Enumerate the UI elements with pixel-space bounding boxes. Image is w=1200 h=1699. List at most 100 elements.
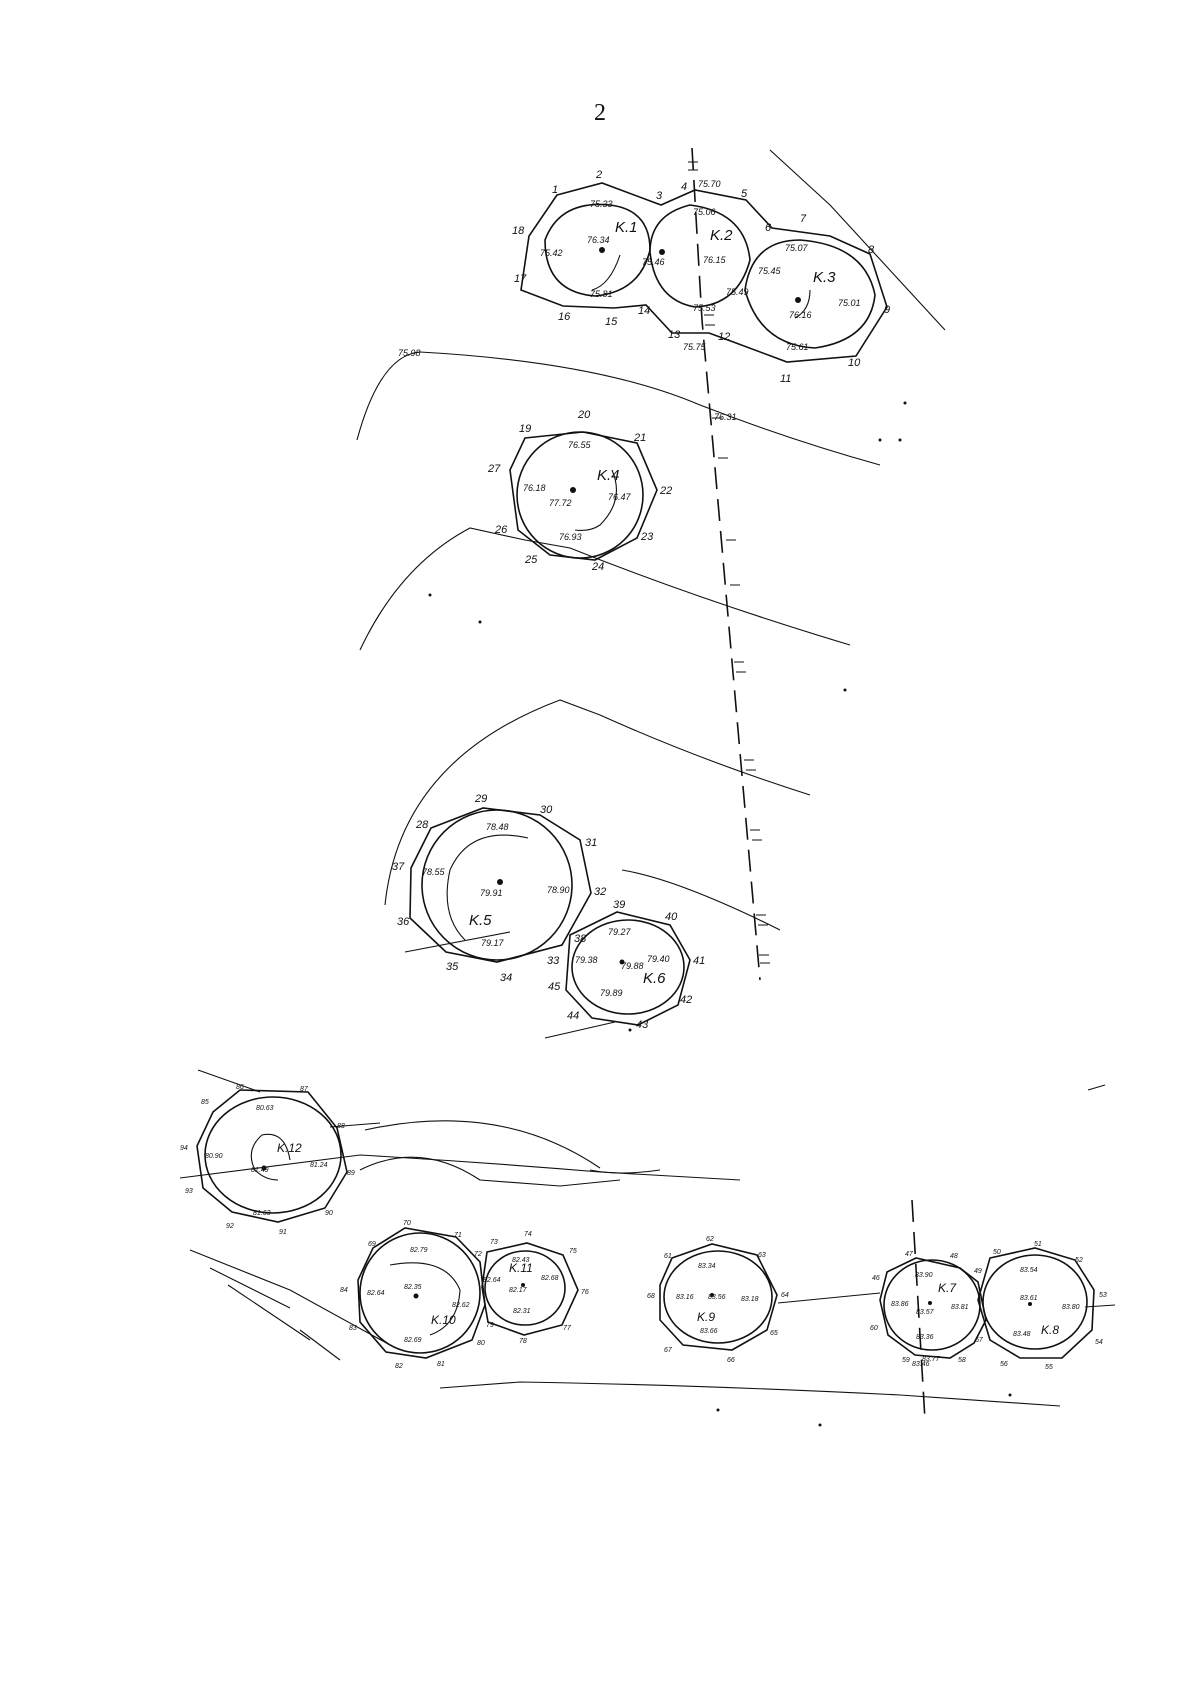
point-label: 84 xyxy=(340,1287,348,1294)
point-label: 40 xyxy=(665,911,678,923)
point-label: 24 xyxy=(591,561,604,573)
point-label: 73 xyxy=(490,1239,498,1246)
point-label: 2 xyxy=(595,169,602,181)
tomb-k5: K.5 28 29 30 31 32 33 34 35 36 37 78.48 … xyxy=(392,793,606,984)
elevation-label: 79.38 xyxy=(575,955,598,965)
inner-ring xyxy=(982,1254,1088,1350)
inner-ring-k2 xyxy=(649,204,751,308)
elevation-label: 83.86 xyxy=(891,1301,909,1308)
tomb-k10: K.10 69 70 71 72 80 81 82 83 84 82.79 82… xyxy=(340,1220,486,1370)
inner-arc-k3 xyxy=(794,289,811,319)
inner-ring xyxy=(484,1250,566,1326)
inner-ring xyxy=(571,919,685,1015)
point-label: 77 xyxy=(563,1325,572,1332)
point-label: 11 xyxy=(780,373,791,385)
elevation-label: 79.27 xyxy=(608,927,632,937)
survey-spot-dots xyxy=(428,401,1012,1427)
point-label: 75 xyxy=(569,1248,577,1255)
point-label: 79 xyxy=(486,1322,494,1329)
point-label: 88 xyxy=(337,1123,345,1130)
elevation-label: 83.81 xyxy=(951,1304,969,1311)
point-label: 22 xyxy=(659,485,672,497)
point-label: 83 xyxy=(349,1325,357,1332)
elevation-label: 83.46 xyxy=(912,1361,930,1368)
spot-dot xyxy=(818,1423,822,1427)
elevation-label: 82.31 xyxy=(513,1308,531,1315)
point-label: 49 xyxy=(974,1268,982,1275)
tomb-label-k10: K.10 xyxy=(431,1313,456,1327)
spot-dot xyxy=(898,438,902,442)
point-label: 93 xyxy=(185,1188,193,1195)
elevation-label: 76.55 xyxy=(568,440,592,450)
elevation-label: 78.90 xyxy=(547,885,570,895)
centre-dot xyxy=(497,879,503,885)
centre-dot xyxy=(599,247,605,253)
point-label: 23 xyxy=(640,531,654,543)
point-label: 67 xyxy=(664,1347,673,1354)
elevation-label: 83.57 xyxy=(916,1309,935,1316)
point-label: 9 xyxy=(884,304,890,316)
point-label: 62 xyxy=(706,1236,714,1243)
elevation-label: 76.93 xyxy=(559,532,582,542)
point-label: 48 xyxy=(950,1253,958,1260)
inner-ring-k1 xyxy=(544,203,651,297)
elevation-label: 79.17 xyxy=(481,938,505,948)
point-label: 29 xyxy=(474,793,487,805)
point-label: 58 xyxy=(958,1357,966,1364)
point-label: 69 xyxy=(368,1241,376,1248)
centre-dot xyxy=(659,249,665,255)
elevation-label: 83.90 xyxy=(915,1272,933,1279)
elevation-label: 81.49 xyxy=(251,1167,269,1174)
point-label: 43 xyxy=(636,1019,649,1031)
contour-line xyxy=(404,931,511,953)
centre-dot xyxy=(928,1301,932,1305)
contour-line xyxy=(359,527,851,651)
elevation-label: 80.90 xyxy=(205,1153,223,1160)
outer-polygon xyxy=(357,1227,486,1359)
elevation-label: 82.79 xyxy=(410,1247,428,1254)
tomb-label-k8: K.8 xyxy=(1041,1323,1059,1337)
point-label: 32 xyxy=(594,886,606,898)
tomb-label-k3: K.3 xyxy=(813,269,836,286)
inner-arc-k1 xyxy=(591,254,621,291)
page-number: 2 xyxy=(594,100,606,126)
point-label: 26 xyxy=(494,524,508,536)
outer-polygon xyxy=(879,1257,987,1359)
outer-polygon xyxy=(481,1242,579,1336)
elevation-label: 82.68 xyxy=(541,1275,559,1282)
elevation-label: 83.18 xyxy=(741,1296,759,1303)
elevation-label: 78.55 xyxy=(422,867,446,877)
centre-dot xyxy=(521,1283,525,1287)
elevation-label: 76.18 xyxy=(523,483,546,493)
elevation-label: 83.16 xyxy=(676,1294,694,1301)
point-label: 63 xyxy=(758,1252,766,1259)
point-label: 57 xyxy=(975,1337,984,1344)
spot-dot xyxy=(428,593,432,597)
elevation-label: 79.40 xyxy=(647,954,670,964)
point-label: 42 xyxy=(680,994,692,1006)
outer-polygon xyxy=(977,1247,1095,1359)
point-label: 51 xyxy=(1034,1241,1042,1248)
elevation-label: 75.98 xyxy=(398,348,421,358)
elevation-label: 78.48 xyxy=(486,822,509,832)
inner-arc xyxy=(389,1262,461,1336)
tomb-label-k9: K.9 xyxy=(697,1310,715,1324)
spot-dot xyxy=(903,401,907,405)
contour-line xyxy=(329,1122,381,1128)
elevation-label: 83.56 xyxy=(708,1294,726,1301)
spot-dot xyxy=(878,438,882,442)
tomb-label-k2: K.2 xyxy=(710,227,733,244)
point-label: 68 xyxy=(647,1293,655,1300)
point-label: 45 xyxy=(548,981,561,993)
elevation-label: 83.54 xyxy=(1020,1267,1038,1274)
point-label: 18 xyxy=(512,225,525,237)
point-label: 10 xyxy=(848,357,861,369)
elevation-label: 82.35 xyxy=(404,1284,422,1291)
point-label: 30 xyxy=(540,804,553,816)
point-label: 78 xyxy=(519,1338,527,1345)
point-label: 37 xyxy=(392,861,405,873)
point-label: 59 xyxy=(902,1357,910,1364)
elevation-label: 75.06 xyxy=(693,207,716,217)
elevation-label: 83.61 xyxy=(1020,1295,1038,1302)
spot-dot xyxy=(478,620,482,624)
